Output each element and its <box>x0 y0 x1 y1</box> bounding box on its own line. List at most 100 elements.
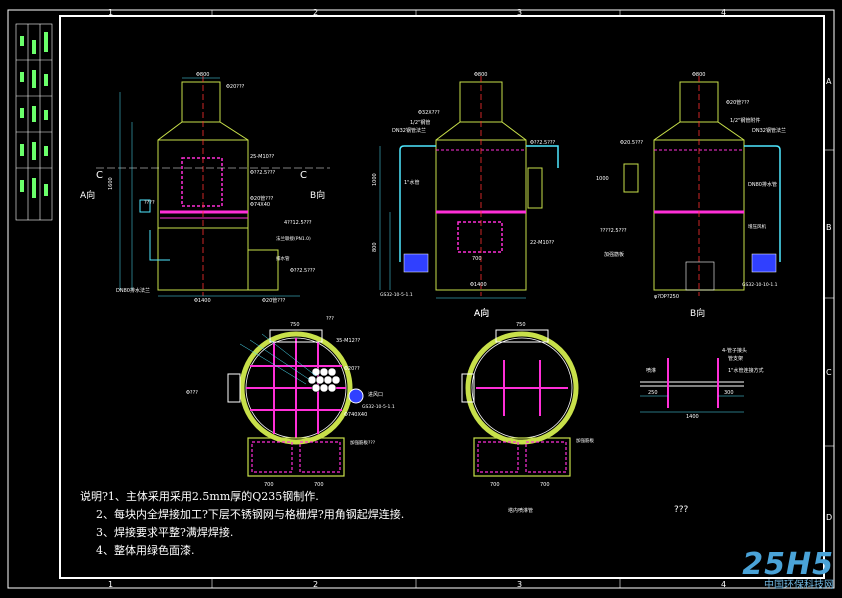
view-b-callout-7: 加强筋板 <box>604 251 624 258</box>
section-c-right: C <box>300 170 307 181</box>
view-a-dim-lines <box>379 146 526 299</box>
plan-left-callout-1: 35-M12?? <box>336 338 360 344</box>
plan-left-inlet-port <box>348 388 364 404</box>
left-title-marks <box>20 32 48 198</box>
plan-left: 750 ??? 35-M12?? Φ20?? 进风口 Φ740X40 GS32-… <box>186 316 395 488</box>
grid-top-4: 4 <box>721 8 726 17</box>
view-b-caption: B向 <box>690 307 705 319</box>
view-a-callout-3: DN32钢管法兰 <box>392 127 426 134</box>
plan-mid-caption: A向 <box>474 307 489 319</box>
front-callout-8: 法兰联接(PN1.0) <box>276 235 311 242</box>
detail-callout-4: 喷淋 <box>646 367 656 374</box>
view-b-dim-1: 1000 <box>596 176 609 182</box>
plan-left-dim-2: 700 <box>314 482 324 488</box>
grid-top-2: 2 <box>313 8 318 17</box>
front-qmark: ???? <box>144 200 155 206</box>
plan-left-callout-7: Φ??? <box>186 390 198 396</box>
plan-left-callout-4: Φ740X40 <box>344 412 367 418</box>
grid-bottom-1: 1 <box>108 580 113 589</box>
view-a-callout-6: 22-M10?? <box>530 240 554 246</box>
front-view-body <box>157 81 279 291</box>
front-dim-bottom: Φ1400 <box>194 298 211 304</box>
view-a-callout-2: 1/2"钢管 <box>410 119 430 126</box>
front-view-inlet <box>181 157 223 207</box>
plan-mid-dim-top: 750 <box>516 322 526 328</box>
left-title-strip <box>15 23 53 221</box>
front-callout-4: Φ20管??? <box>250 195 274 202</box>
plan-left-callout-6: 加强筋板??? <box>350 439 376 446</box>
front-callout-5: Φ74X40 <box>250 202 270 208</box>
detail-dim-1: 250 <box>648 390 658 396</box>
outer-frame <box>7 9 835 589</box>
view-a-pipe <box>399 145 559 262</box>
plan-mid-bottom-label: 塔内喷淋管 <box>508 507 533 514</box>
view-b-callout-10: GS32-10-10-1.1 <box>742 282 778 288</box>
view-a-dim-top: Φ800 <box>474 72 487 78</box>
front-view-pipes <box>139 199 170 261</box>
plan-left-dim-1: 700 <box>264 482 274 488</box>
plan-left-qmark: ??? <box>326 316 334 322</box>
front-callout-25m: 25-M10?? <box>250 154 274 160</box>
plan-mid-shell <box>465 331 579 445</box>
view-b-callout-8: 增压风机 <box>748 223 766 230</box>
view-a: Φ800 Φ32X??? 1/2"钢管 DN32钢管法兰 Φ??2.5??? 1… <box>372 72 559 319</box>
plan-left-side-flange <box>227 373 241 403</box>
front-callout-drain: DN80排水法兰 <box>116 287 150 294</box>
view-a-inlet <box>457 221 503 253</box>
plan-mid-top-flange <box>495 329 549 343</box>
site-watermark: 25H5 中国环保科技网 <box>742 550 834 592</box>
zone-ticks <box>211 10 834 588</box>
plan-mid-callout-1: 加强筋板 <box>576 437 594 444</box>
note-1: 说明?1、主体采用采用2.5mm厚的Q235钢制作. <box>80 490 319 503</box>
view-a-callout-7: GS32-10-5-1.1 <box>380 292 413 298</box>
view-a-dim-bottom: Φ1400 <box>470 282 487 288</box>
view-b-callout-1: Φ20管??? <box>726 99 750 106</box>
plan-left-base <box>247 437 345 477</box>
note-2: 2、每块内全焊接加工?下层不锈钢网与格栅焊?用角钢起焊连接. <box>96 508 405 521</box>
detail-dim-3: 1400 <box>686 414 699 420</box>
plan-mid-base-in-1 <box>477 441 519 473</box>
grid-bottom-3: 3 <box>517 580 522 589</box>
note-3: 3、焊接要求平整?满焊焊接. <box>96 526 234 539</box>
view-b-callout-2: Φ20.5??? <box>620 140 643 146</box>
view-a-caption: A向 <box>474 307 489 319</box>
detail-callout-2: 管支架 <box>728 355 743 362</box>
view-b-callout-6: ????2.5??? <box>600 228 627 234</box>
detail-dim-2: 300 <box>724 390 734 396</box>
grid-bottom-4: 4 <box>721 580 726 589</box>
front-view: Φ800 Φ20??? 1600 25-M10?? Φ??2.5??? Φ20管… <box>80 72 330 304</box>
front-callout-7: Φ??2.5??? <box>290 268 316 274</box>
view-a-callout-1: Φ32X??? <box>418 110 440 116</box>
view-b-callout-4: DN32钢管法兰 <box>752 127 786 134</box>
watermark-site-name: 中国环保科技网 <box>764 580 834 591</box>
view-a-callout-4: Φ??2.5??? <box>530 140 556 146</box>
view-b-callout-3: 1/2"钢管附件 <box>730 117 760 124</box>
plan-left-leaders <box>239 333 317 385</box>
front-callout-6: 4??12.5??? <box>284 220 312 226</box>
view-a-dim-w: 700 <box>472 256 482 262</box>
grid-right-c: C <box>826 368 832 377</box>
detail-callout-3: 1"水管连接方式 <box>728 367 763 374</box>
view-b-side-box <box>623 163 639 193</box>
view-a-pump <box>403 253 429 273</box>
view-b-base-box <box>685 261 715 291</box>
view-b-callout-5: DN80排水管 <box>748 181 777 188</box>
plan-left-dim-top: 750 <box>290 322 300 328</box>
grid-bottom-2: 2 <box>313 580 318 589</box>
grid-right-d: D <box>826 513 832 522</box>
view-a-dim-1: 1000 <box>372 173 378 186</box>
front-dim-bottom-2: Φ20管??? <box>262 297 286 304</box>
view-b: Φ800 Φ20管??? Φ20.5??? 1/2"钢管附件 DN32钢管法兰 … <box>596 72 786 319</box>
front-dim-left-1: 1600 <box>108 177 114 190</box>
inner-frame <box>59 15 825 579</box>
plan-left-callout-3: 进风口 <box>368 391 383 398</box>
plan-left-callout-2: Φ20?? <box>344 366 360 372</box>
plan-mid-base <box>473 437 571 477</box>
plan-left-base-in-1 <box>251 441 293 473</box>
section-c-left: C <box>96 170 103 181</box>
plan-mid-spray-pipes <box>476 360 568 416</box>
watermark-logo: 25H5 <box>742 547 834 582</box>
plan-left-base-in-2 <box>299 441 341 473</box>
plan-mid-dim-1: 700 <box>490 482 500 488</box>
